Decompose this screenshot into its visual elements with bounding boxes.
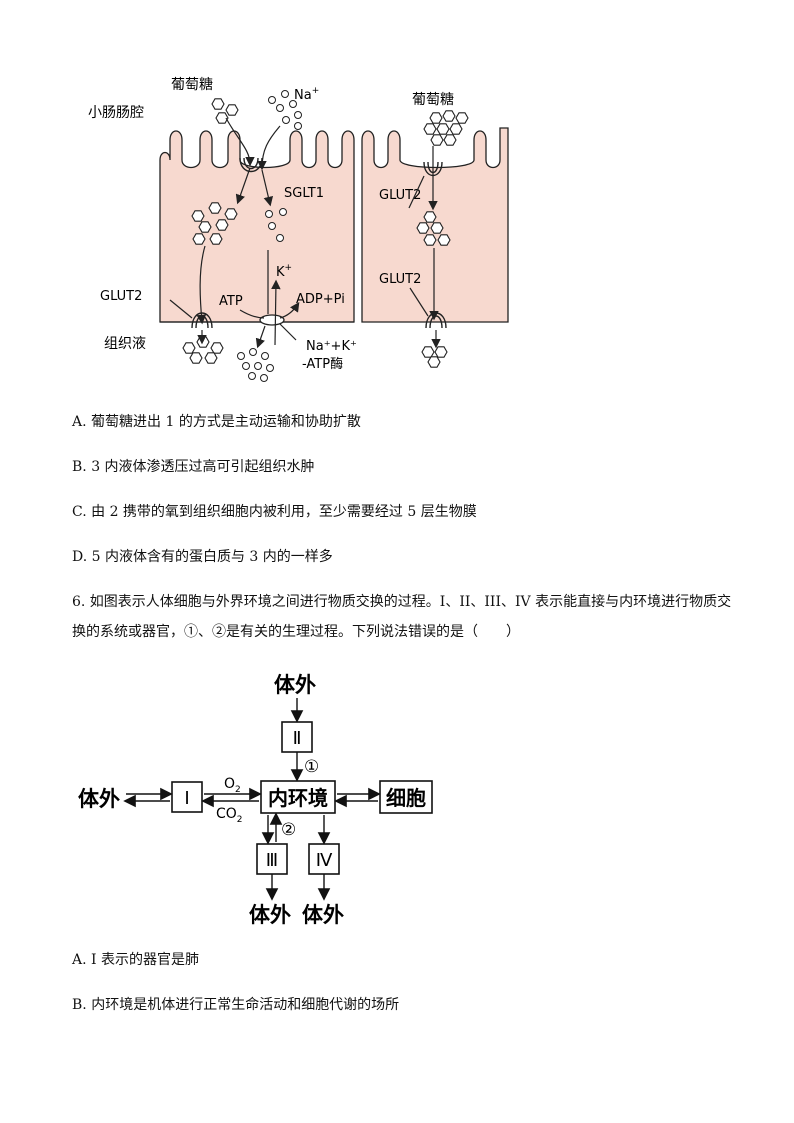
q6-option-b: B. 内环境是机体进行正常生命活动和细胞代谢的场所	[72, 997, 400, 1013]
bottom-outside-left-label: 体外	[249, 903, 291, 927]
process-2-label: ②	[281, 820, 296, 840]
o2-label: O2	[224, 776, 241, 795]
sodium-ions-cell	[265, 208, 287, 242]
lumen-label: 小肠肠腔	[88, 105, 144, 121]
glucose-molecules-tissue-left	[182, 336, 224, 364]
left-outside-label: 体外	[78, 787, 120, 811]
sglt1-label: SGLT1	[284, 186, 324, 201]
na-k-atpase-pump	[259, 314, 285, 326]
box-IV-label: Ⅳ	[316, 850, 333, 871]
glucose-molecules-lumen-left	[211, 98, 239, 124]
q5-option-a: A. 葡萄糖进出 1 的方式是主动运输和协助扩散	[72, 414, 361, 430]
sodium-ions-tissue	[237, 348, 274, 382]
glut2-label-right-top: GLUT2	[379, 188, 421, 203]
glucose-molecules-tissue-right	[421, 346, 448, 368]
box-I-label: Ⅰ	[184, 788, 189, 809]
tissue-fluid-label: 组织液	[104, 336, 146, 352]
na-label: Na+	[294, 86, 319, 103]
sodium-ions	[268, 90, 302, 130]
glucose-molecules-lumen-right	[423, 110, 469, 146]
material-exchange-diagram: 体外 Ⅱ ① 体外 Ⅰ O2 CO2 内环境 细胞 ② Ⅲ Ⅳ 体外 体外	[78, 673, 433, 927]
atp-label: ATP	[219, 294, 243, 309]
bottom-outside-right-label: 体外	[302, 903, 344, 927]
adp-label: ADP+Pi	[296, 292, 345, 307]
box-I	[171, 781, 203, 813]
cell-label: 细胞	[386, 786, 426, 810]
q5-option-b: B. 3 内液体渗透压过高可引起组织水肿	[72, 459, 315, 475]
pump-label-line2: -ATP酶	[302, 356, 343, 372]
pump-label-line1: Na⁺+K⁺	[306, 339, 357, 354]
k-label: K+	[276, 263, 292, 280]
q6-stem: 6. 如图表示人体细胞与外界环境之间进行物质交换的过程。I、II、III、IV …	[72, 594, 732, 640]
glucose-label-left: 葡萄糖	[171, 77, 213, 93]
box-II-label: Ⅱ	[293, 728, 302, 749]
cell-box	[379, 780, 433, 814]
transport-arrows	[169, 117, 441, 349]
box-II	[281, 721, 313, 753]
top-outside-label: 体外	[274, 673, 316, 697]
internal-environment-label: 内环境	[268, 786, 328, 810]
glucose-label-right: 葡萄糖	[412, 92, 454, 108]
q6-option-a: A. I 表示的器官是肺	[72, 952, 199, 968]
exchange-arrows	[123, 698, 381, 901]
box-III-label: Ⅲ	[266, 850, 278, 871]
intestine-transport-diagram: 小肠肠腔 葡萄糖 Na+ 葡萄糖 SGLT1 GLUT2 GLUT2 GLUT2…	[88, 77, 509, 382]
glut2-label-left: GLUT2	[100, 289, 142, 304]
q5-option-c: C. 由 2 携带的氧到组织细胞内被利用，至少需要经过 5 层生物膜	[72, 504, 477, 520]
glut2-label-right-bottom: GLUT2	[379, 272, 421, 287]
co2-label: CO2	[216, 806, 243, 825]
q5-option-d: D. 5 内液体含有的蛋白质与 3 内的一样多	[72, 549, 333, 565]
process-1-label: ①	[304, 757, 319, 777]
internal-environment-box	[260, 780, 336, 814]
